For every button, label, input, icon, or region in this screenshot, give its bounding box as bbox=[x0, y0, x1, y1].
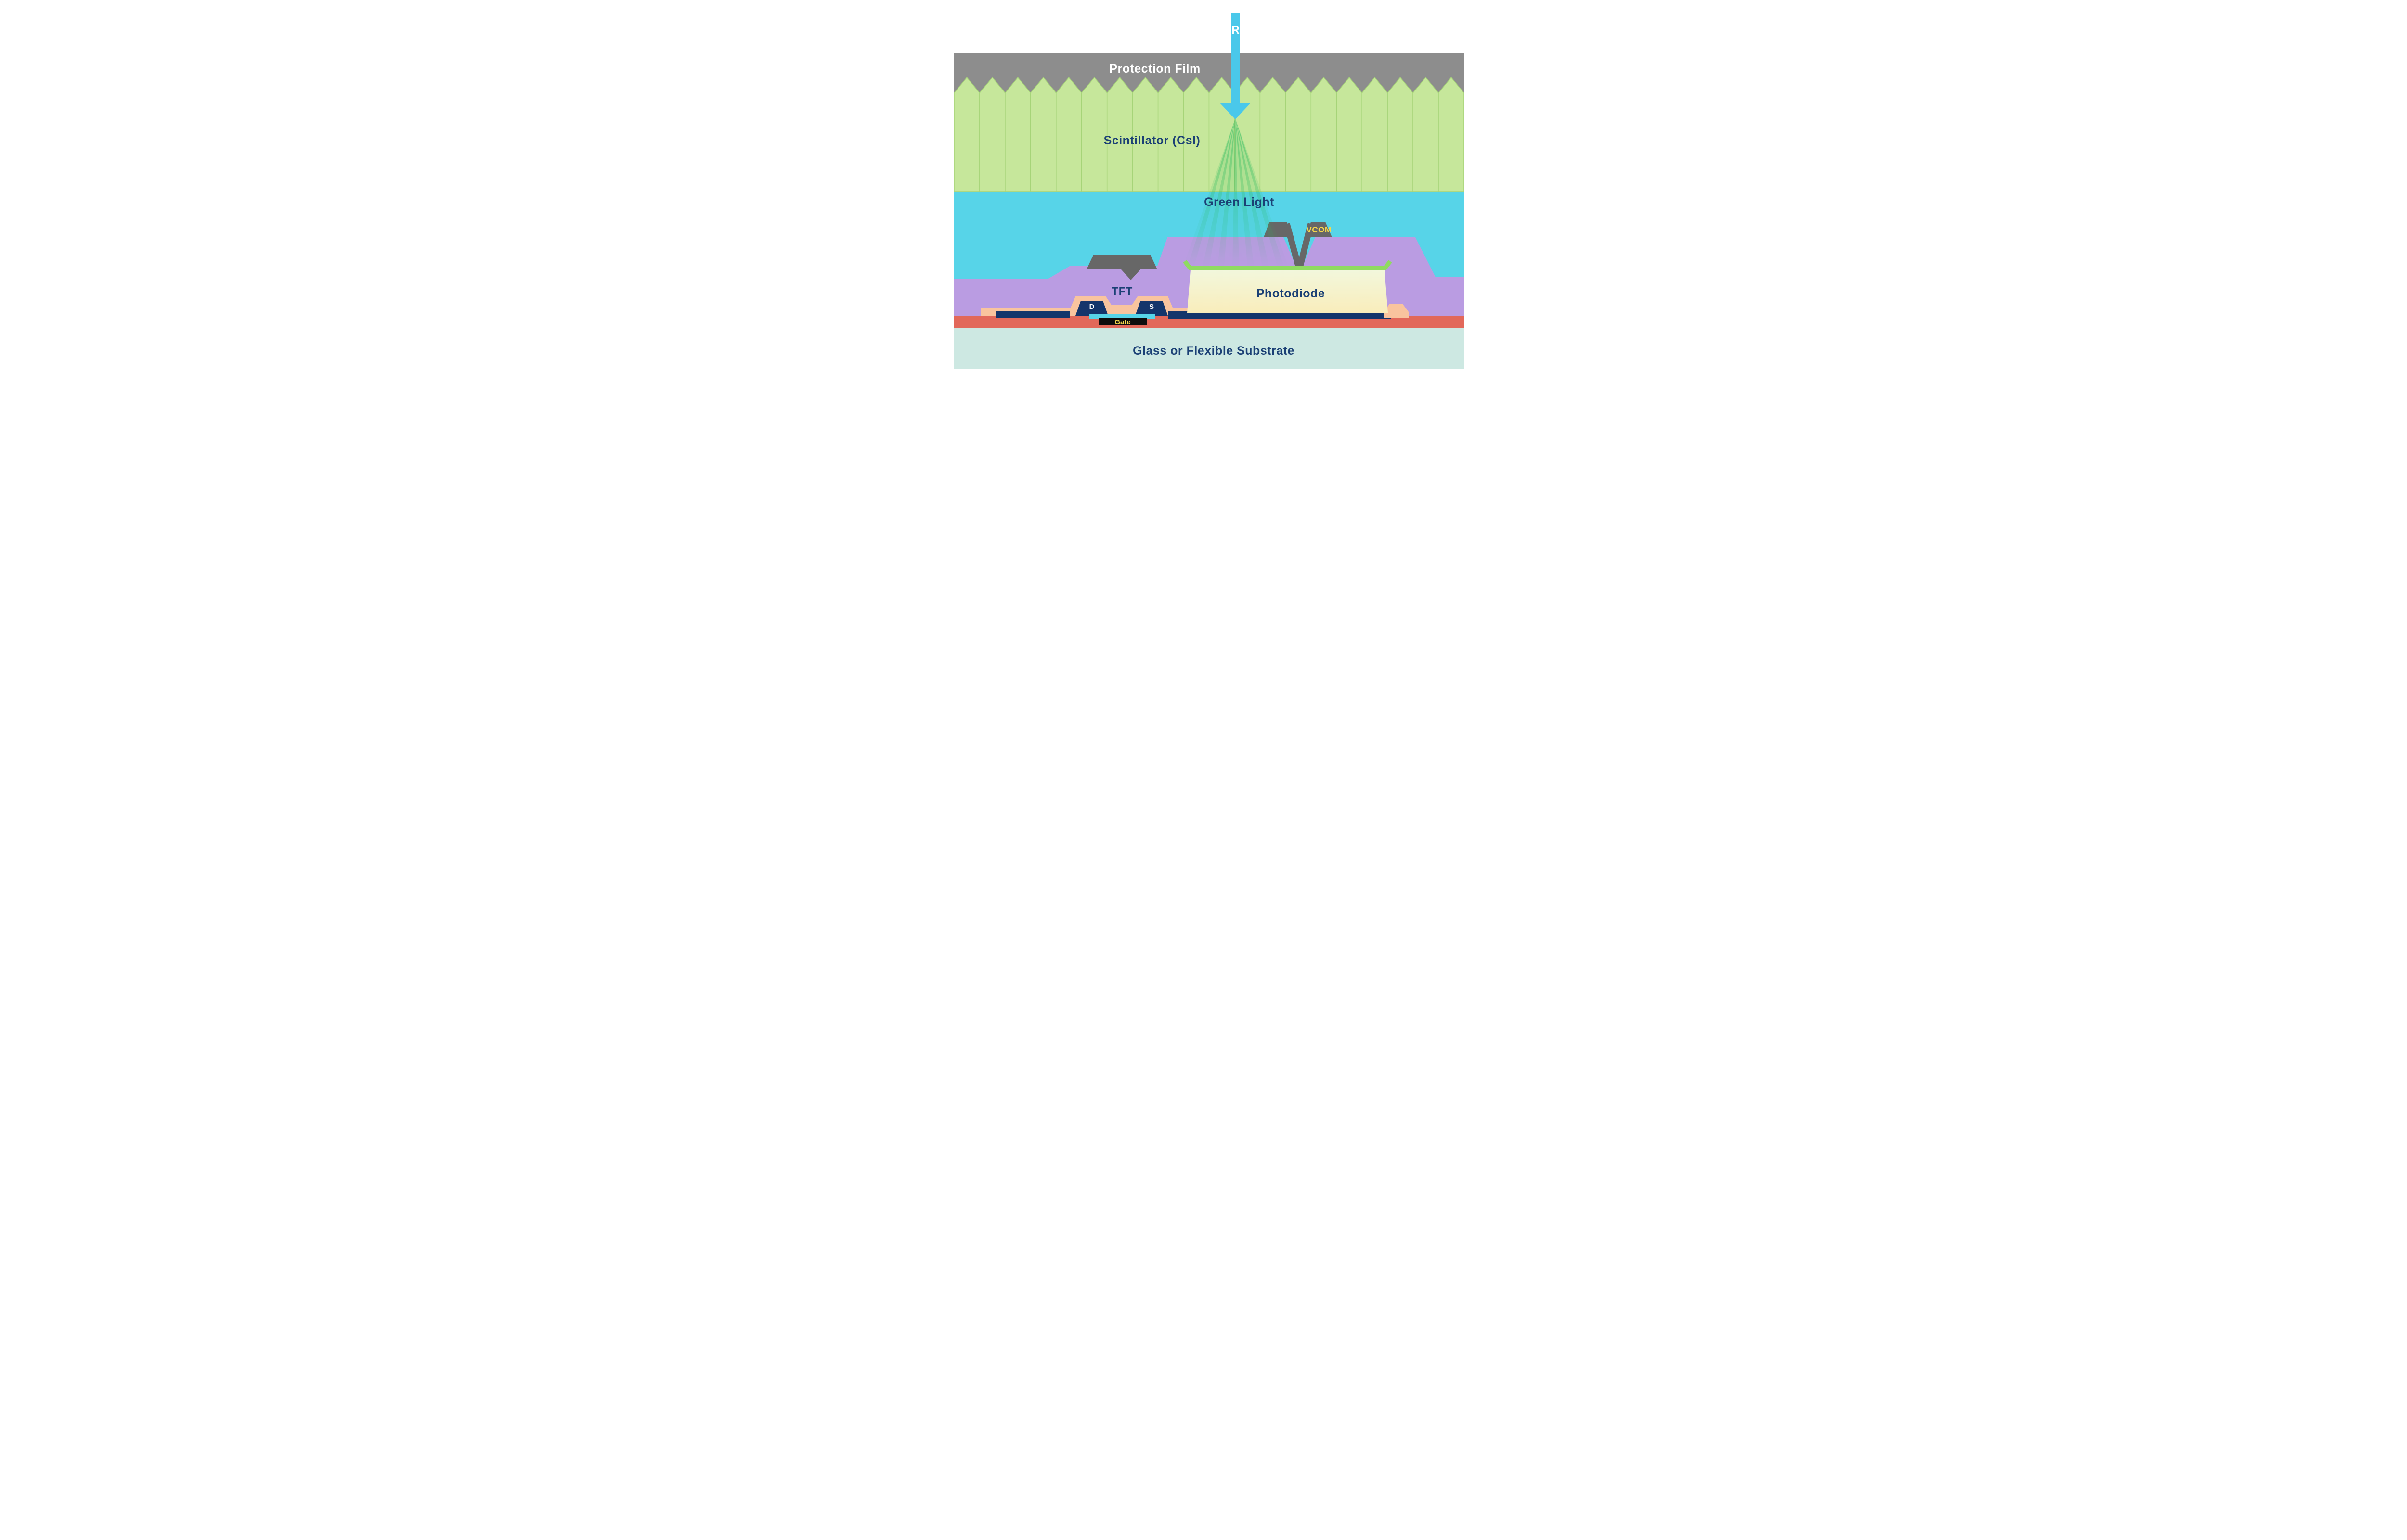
scintillator-column bbox=[1285, 77, 1311, 192]
diagram-stage: X-Ray Protection Film Scintillator (CsI)… bbox=[861, 0, 1546, 385]
tft-source-block bbox=[1135, 301, 1168, 316]
source-label: S bbox=[1149, 303, 1153, 311]
insulator-step-right bbox=[1383, 304, 1409, 318]
xray-arrow-shaft bbox=[1230, 13, 1240, 103]
vcom-label: VCOM bbox=[1306, 225, 1332, 234]
scintillator-column bbox=[1004, 77, 1031, 192]
left-electrode bbox=[1086, 255, 1157, 280]
scintillator-column bbox=[1055, 77, 1082, 192]
scintillator-column bbox=[1310, 77, 1337, 192]
scintillator-column bbox=[1361, 77, 1388, 192]
scintillator-column bbox=[1030, 77, 1057, 192]
green-light-ray bbox=[1217, 118, 1235, 268]
xray-label: X-Ray bbox=[1220, 24, 1253, 36]
diagram-canvas: X-Ray Protection Film Scintillator (CsI)… bbox=[953, 13, 1464, 369]
substrate-label: Glass or Flexible Substrate bbox=[1133, 344, 1294, 358]
gate-label: Gate bbox=[1114, 318, 1130, 326]
scintillator-column bbox=[1437, 77, 1464, 192]
scintillator-column bbox=[1336, 77, 1362, 192]
gate-bar bbox=[1098, 318, 1147, 325]
protection-film-layer bbox=[954, 53, 1464, 96]
green-light-label: Green Light bbox=[1204, 195, 1274, 209]
tft-label: TFT bbox=[1112, 285, 1133, 297]
scintillator-column bbox=[1412, 77, 1439, 192]
metal-bar-right bbox=[1167, 311, 1391, 319]
scintillator-label: Scintillator (CsI) bbox=[1103, 134, 1200, 147]
tft-drain-block bbox=[1075, 301, 1108, 316]
protection-film-label: Protection Film bbox=[1109, 62, 1200, 76]
semiconductor-strip bbox=[1089, 314, 1155, 319]
photodiode-body bbox=[1187, 270, 1388, 313]
xray-arrow-head bbox=[1219, 103, 1251, 119]
green-light-rays bbox=[1182, 118, 1289, 268]
green-light-ray bbox=[1187, 118, 1235, 268]
metal-bar-left bbox=[996, 311, 1070, 318]
scintillator-column bbox=[1386, 77, 1413, 192]
photodiode-label: Photodiode bbox=[1256, 287, 1324, 300]
green-light-ray bbox=[1235, 118, 1254, 268]
scintillator-column bbox=[953, 77, 980, 192]
substrate-layer bbox=[954, 328, 1464, 369]
scintillator-column bbox=[979, 77, 1006, 192]
drain-label: D bbox=[1089, 303, 1094, 311]
green-light-ray bbox=[1235, 118, 1284, 268]
scintillator-columns bbox=[953, 77, 1464, 192]
scintillator-column bbox=[1259, 77, 1286, 192]
green-light-ray bbox=[1232, 118, 1239, 268]
